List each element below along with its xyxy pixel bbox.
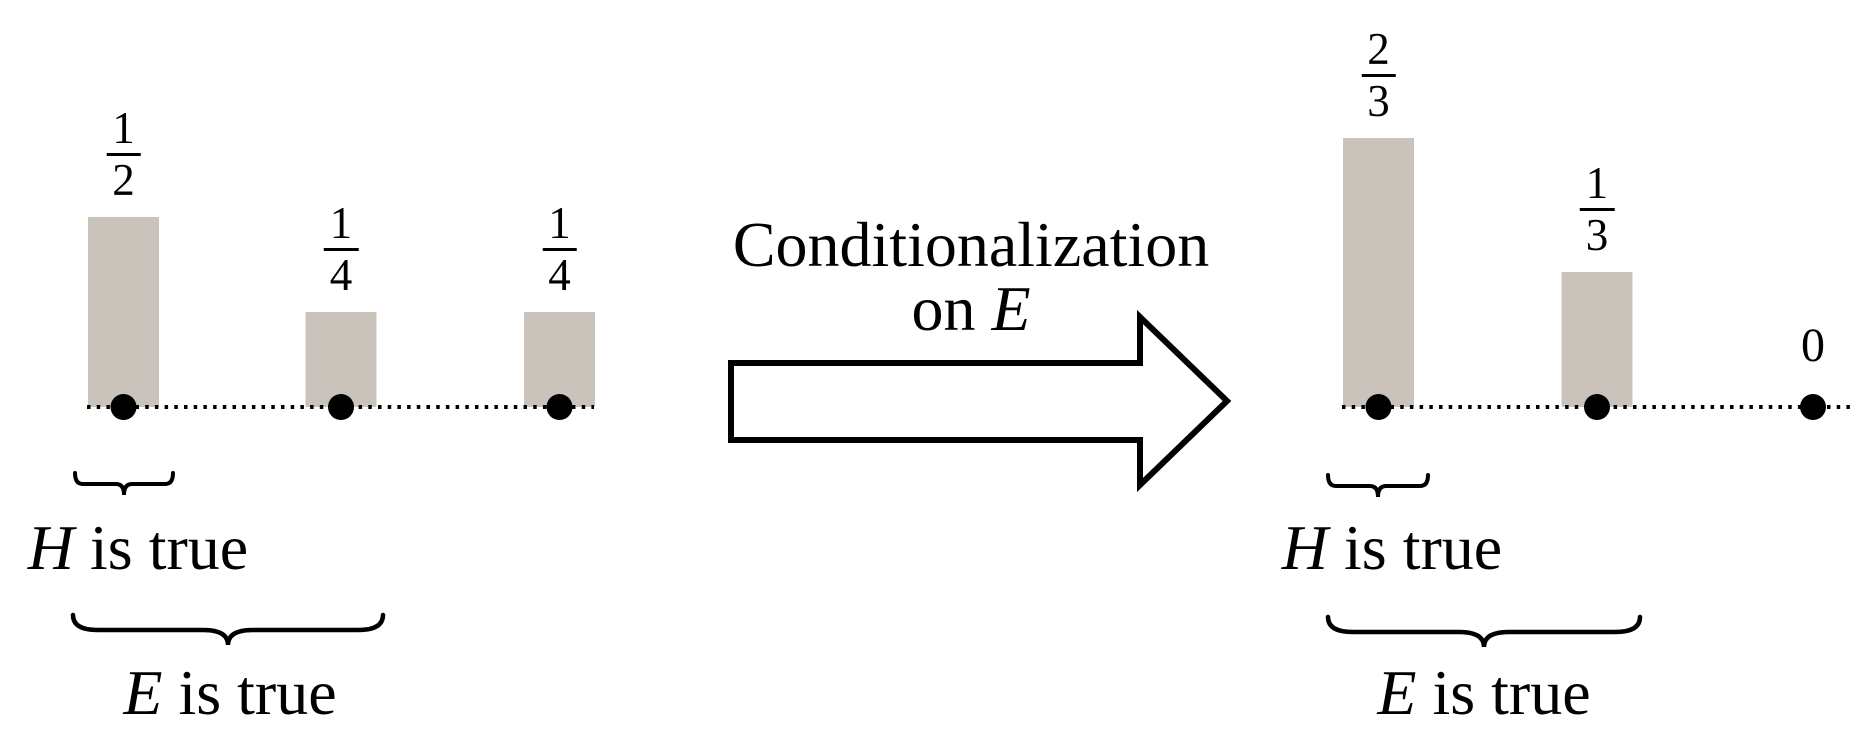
h-underbrace-left [73,471,175,496]
outcome-dot [328,394,354,420]
fraction-numerator: 1 [323,201,359,251]
outcome-dot [1584,394,1610,420]
hypothesis-variable: H [1281,512,1329,583]
conditionalization-arrow [728,309,1232,493]
fraction-denominator: 4 [329,250,353,300]
fraction-numerator: 1 [1579,161,1615,211]
outcome-dot [1365,394,1392,420]
h-underbrace-right [1326,473,1430,498]
left-h-label: H is true [27,512,249,583]
probability-bar [88,217,159,407]
fraction-numerator: 2 [1361,27,1396,77]
fraction-denominator: 3 [1367,76,1390,126]
bars-layer [88,138,1633,407]
arrow-label-line1: Conditionalization [732,209,1210,280]
probability-bar [1561,272,1633,407]
fraction-numerator: 1 [542,201,577,251]
fraction-denominator: 3 [1585,210,1609,260]
arrow-label-line2: on E [911,273,1031,344]
probability-bar [1343,138,1414,407]
left-e-label: E is true [123,657,337,728]
probability-bar [305,312,377,407]
probability-value-zero: 0 [1801,319,1825,372]
outcome-dot [546,394,573,420]
right-h-label: H is true [1281,512,1503,583]
evidence-variable: E [991,273,1031,344]
outcome-dot [1800,394,1826,420]
evidence-variable: E [1377,657,1417,728]
hypothesis-variable: H [27,512,75,583]
arrow-label: Conditionalization on E [733,213,1209,341]
fraction-denominator: 2 [112,155,135,205]
outcome-dot [110,394,137,420]
probability-bar [524,312,595,407]
e-underbrace-right [1325,614,1643,648]
fraction-numerator: 1 [106,106,141,156]
e-underbrace-left [70,612,386,646]
right-e-label: E is true [1377,657,1591,728]
evidence-variable: E [123,657,163,728]
fraction-denominator: 4 [548,250,571,300]
